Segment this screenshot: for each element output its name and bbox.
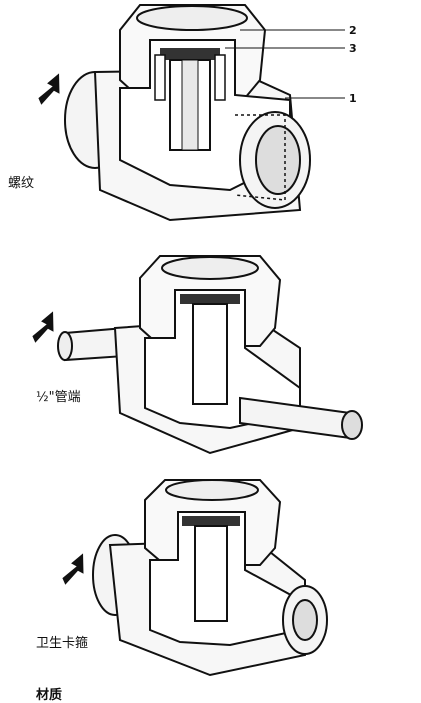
figure-label-half-inch-tube: ½"管端 xyxy=(36,390,81,405)
flow-arrow-icon xyxy=(38,73,60,105)
figure-sanitary-clamp: 卫生卡箍 xyxy=(0,470,421,685)
seal-ring xyxy=(160,48,220,60)
figure-label-threaded: 螺纹 xyxy=(8,176,35,191)
callout-1: 1 xyxy=(349,92,357,105)
flow-arrow-icon xyxy=(32,311,54,343)
callout-2: 2 xyxy=(349,24,357,37)
figure-threaded: 2 3 1 螺纹 xyxy=(0,0,421,230)
figure-label-sanitary-clamp: 卫生卡箍 xyxy=(36,636,89,651)
figure-half-inch-tube: ½"管端 xyxy=(0,238,421,463)
bottom-partial-heading: 材质 xyxy=(36,688,63,703)
flow-arrow-icon xyxy=(62,553,84,585)
callout-3: 3 xyxy=(349,42,357,55)
threaded-valve-drawing xyxy=(38,4,345,222)
clamp-valve-drawing xyxy=(62,479,328,677)
tube-valve-drawing xyxy=(32,255,363,455)
